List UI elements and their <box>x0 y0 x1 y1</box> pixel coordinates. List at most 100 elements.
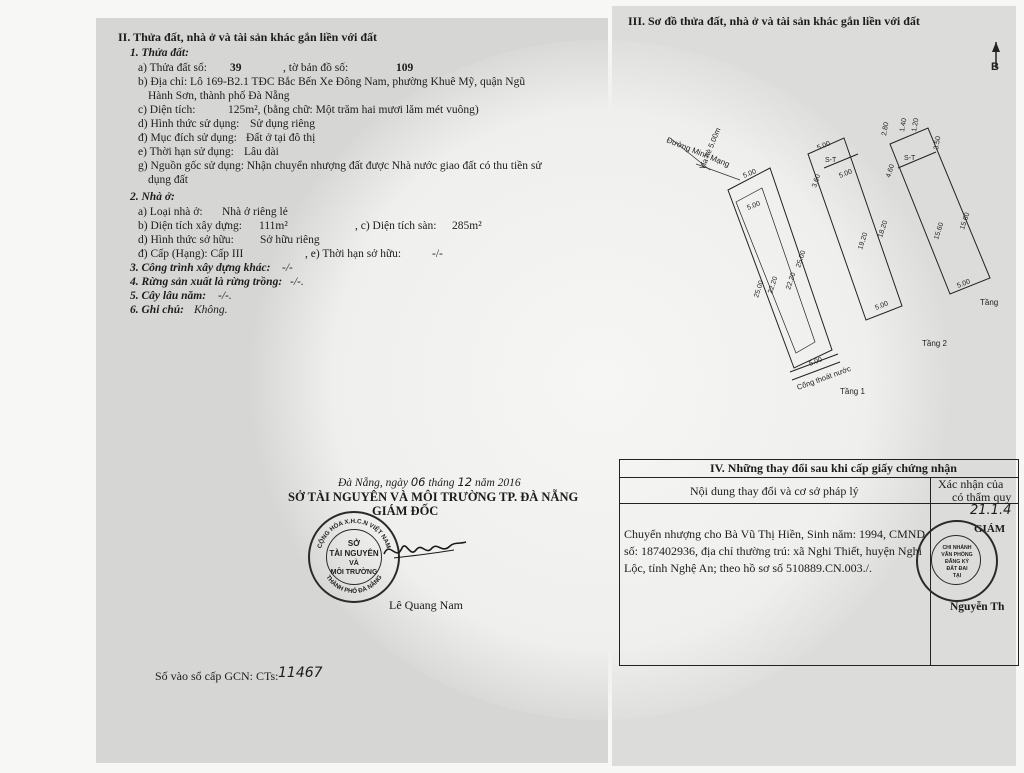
map-sheet-label: , tờ bản đồ số: <box>283 62 349 74</box>
usage-form-label: d) Hình thức sử dụng: <box>138 118 240 130</box>
perennial-value: -/-. <box>218 290 232 302</box>
section3-title: III. Sơ đồ thửa đất, nhà ở và tài sản kh… <box>628 14 920 28</box>
floor3-label: Tầng <box>980 298 998 307</box>
house-type-label: a) Loại nhà ở: <box>138 206 203 218</box>
branch-stamp-line-3: ĐĂNG KÝ <box>945 558 969 565</box>
origin-line2: dụng đất <box>148 174 188 186</box>
address-line1: b) Địa chỉ: Lô 169-B2.1 TĐC Bắc Bến Xe Đ… <box>138 76 526 88</box>
dim-f2-side: 19.20 <box>857 232 869 251</box>
build-area-label: b) Diện tích xây dựng: <box>138 220 242 232</box>
floor-area-label: , c) Diện tích sàn: <box>355 220 437 232</box>
dim-f2-top: 5.00 <box>816 140 831 152</box>
house-type-value: Nhà ở riêng lẻ <box>222 206 288 218</box>
floor1-label: Tầng 1 <box>840 387 865 396</box>
floor2-label: Tầng 2 <box>922 339 947 348</box>
site-plan-diagram: Đường Minh Mạng Vỉa hè 5.00m 5.00 5.00 2… <box>665 118 998 396</box>
dim-f3-h: 5.00 <box>956 278 971 290</box>
stamp-line-4: MÔI TRƯỜNG <box>331 567 378 576</box>
dim-f2-mid: 5.00 <box>838 168 853 180</box>
branch-stamp-text: CHI NHÁNH VĂN PHÒNG ĐĂNG KÝ ĐẤT ĐAI TẠI <box>941 544 972 579</box>
ownership-term-label: , e) Thời hạn sở hữu: <box>305 248 402 260</box>
origin-line1: g) Nguồn gốc sử dụng: Nhận chuyển nhượng… <box>138 160 542 172</box>
date-line: Đà Nẵng, ngày 06 tháng 12 năm 2016 <box>338 475 521 490</box>
change-content-line2: số: 187402936, địa chỉ thường trú: xã Ng… <box>624 544 922 558</box>
date-prefix: Đà Nẵng, ngày <box>338 477 408 489</box>
dim-inner-side-a: 22.20 <box>767 276 779 295</box>
issuing-org: SỞ TÀI NGUYÊN VÀ MÔI TRƯỜNG TP. ĐÀ NẴNG <box>288 490 579 504</box>
change-content-line3: Lộc, tỉnh Nghệ An; theo hồ sơ số 510889.… <box>624 561 873 575</box>
dim-f2-left: 3.60 <box>811 173 822 188</box>
usage-term-label: e) Thời hạn sử dụng: <box>138 146 234 158</box>
st-label-1: S-T <box>825 157 837 164</box>
dim-inner-side-b: 22.20 <box>785 272 797 291</box>
ownership-term-value: -/- <box>432 248 443 260</box>
other-construction-value: -/- <box>282 262 293 274</box>
registry-label: Số vào sổ cấp GCN: CTs: <box>155 669 279 683</box>
other-construction-label: 3. Công trình xây dựng khác: <box>130 262 271 274</box>
north-label: B <box>991 61 999 73</box>
north-arrow-icon: B <box>991 42 1000 73</box>
usage-form-value: Sử dụng riêng <box>250 118 316 130</box>
usage-purpose-value: Đất ở tại đô thị <box>246 132 316 144</box>
stamp-ring-bottom: THÀNH PHỐ ĐÀ NẴNG <box>324 574 383 595</box>
dim-f2-back: 5.00 <box>874 300 889 312</box>
ownership-value: Sở hữu riêng <box>260 234 320 246</box>
dim-f3-f: 15.60 <box>933 222 945 241</box>
confirmation-date: 21.1.4 <box>970 503 1012 518</box>
branch-stamp-line-2: VĂN PHÒNG <box>941 550 972 558</box>
branch-stamp-line-1: CHI NHÁNH <box>942 544 971 551</box>
dim-lot-front: 5.00 <box>742 168 757 180</box>
usage-purpose-label: đ) Mục đích sử dụng: <box>138 132 237 144</box>
map-sheet-number: 109 <box>396 62 414 74</box>
notes-label: 6. Ghi chú: <box>130 304 184 316</box>
area-label: c) Diện tích: <box>138 104 196 116</box>
build-area-value: 111m² <box>259 220 288 232</box>
floor-area-value: 285m² <box>452 220 482 232</box>
perennial-label: 5. Cây lâu năm: <box>130 290 207 302</box>
stamp-line-2: TÀI NGUYÊN <box>329 549 379 558</box>
ownership-label: d) Hình thức sở hữu: <box>138 234 234 246</box>
official-stamp-text: CỘNG HÒA X.H.C.N VIỆT NAM THÀNH PHỐ ĐÀ N… <box>316 518 392 595</box>
date-month: 12 <box>457 475 473 489</box>
house-heading: 2. Nhà ở: <box>130 191 175 203</box>
dim-f2-side-b: 18.20 <box>877 220 889 239</box>
section4-title: IV. Những thay đổi sau khi cấp giấy chứn… <box>710 461 957 475</box>
address-line2: Hành Sơn, thành phố Đà Nẵng <box>148 90 290 102</box>
dim-f3-a: 2.80 <box>881 122 890 137</box>
change-content-line1: Chuyển nhượng cho Bà Vũ Thị Hiền, Sinh n… <box>624 527 926 541</box>
dim-lot-side-a: 25.00 <box>753 280 765 299</box>
branch-office-stamp: CHI NHÁNH VĂN PHÒNG ĐĂNG KÝ ĐẤT ĐAI TẠI <box>916 520 998 602</box>
forest-value: -/-. <box>290 276 304 288</box>
branch-stamp-line-4: ĐẤT ĐAI <box>946 565 968 572</box>
changes-col2-header-2: có thẩm quy <box>952 490 1012 504</box>
notes-value: Không. <box>194 304 228 316</box>
date-month-label: tháng <box>428 477 455 489</box>
dim-lot-side-b: 25.00 <box>795 250 807 269</box>
parcel-number-label: a) Thửa đất số: <box>138 62 207 74</box>
usage-term-value: Lâu dài <box>244 146 279 158</box>
date-day: 06 <box>410 475 426 489</box>
dim-f3-b: 1.40 <box>899 118 908 133</box>
dim-f3-d: 3.50 <box>933 136 942 151</box>
signer-name: Lê Quang Nam <box>389 598 463 612</box>
watermark-seal <box>250 40 950 720</box>
dim-f3-e: 4.60 <box>885 163 896 178</box>
branch-stamp-line-5: TẠI <box>953 573 962 579</box>
director-title: GIÁM ĐỐC <box>372 504 439 518</box>
registry-number: 11467 <box>278 665 323 681</box>
confirmation-signer: Nguyễn Th <box>950 601 1005 613</box>
date-year: năm 2016 <box>474 477 521 489</box>
area-value: 125m², (bằng chữ: Một trăm hai mươi lăm … <box>228 104 479 116</box>
handwritten-signature <box>383 541 467 559</box>
stamp-line-1: SỞ <box>348 539 360 548</box>
changes-col2-header-1: Xác nhận của <box>938 477 1004 491</box>
dim-lot-back: 5.00 <box>808 356 823 368</box>
svg-text:THÀNH PHỐ ĐÀ NẴNG: THÀNH PHỐ ĐÀ NẴNG <box>324 574 383 595</box>
dim-inner-front: 5.00 <box>746 200 761 212</box>
st-label-2: S-T <box>904 155 916 162</box>
parcel-number: 39 <box>230 62 242 74</box>
section2-title: II. Thửa đất, nhà ở và tài sản khác gắn … <box>118 30 378 44</box>
land-heading: 1. Thửa đất: <box>130 47 189 59</box>
forest-label: 4. Rừng sản xuất là rừng trồng: <box>130 276 283 288</box>
